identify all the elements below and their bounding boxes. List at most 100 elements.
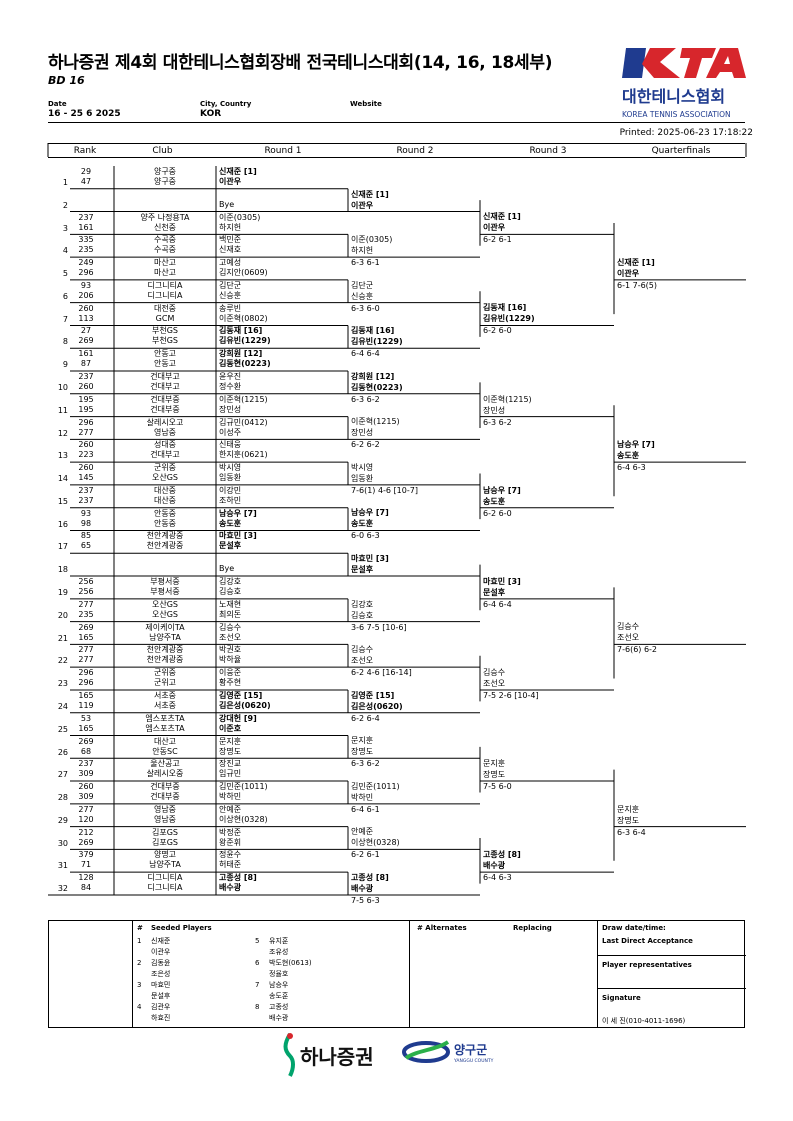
player-club: 수곡중 xyxy=(153,245,177,255)
player-name: 문지훈 xyxy=(219,736,242,746)
winner-name: 마효민 [3] xyxy=(351,554,389,564)
player-name: 조하민 xyxy=(219,495,242,505)
col-quarterfinals: Quarterfinals xyxy=(651,146,711,156)
player-name: 김영준 [15] xyxy=(219,690,263,700)
winner-name: 장명도 xyxy=(351,747,374,757)
player-name: 김동현(0223) xyxy=(219,359,271,369)
player-name: 김유빈(1229) xyxy=(219,336,271,346)
kta-logo: 대한테니스협회 KOREA TENNIS ASSOCIATION xyxy=(620,44,750,122)
player-rank: 113 xyxy=(78,313,94,323)
winner-name: 김승수 xyxy=(483,667,506,677)
player-name: 임규민 xyxy=(219,769,242,779)
seed-player: 조유성 xyxy=(269,948,289,956)
player-name: 이웅준 xyxy=(219,668,242,678)
printed-timestamp: Printed: 2025-06-23 17:18:22 xyxy=(619,128,753,138)
player-rank: 277 xyxy=(78,655,94,665)
winner-name: 김은성(0620) xyxy=(351,701,403,711)
match-score: 6-3 6-0 xyxy=(351,303,380,313)
winner-name: 박시영 xyxy=(351,462,374,472)
winner-name: 배수광 xyxy=(351,883,374,893)
player-club: 김포GS xyxy=(152,827,178,837)
page-title: 하나증권 제4회 대한테니스협회장배 전국테니스대회(14, 16, 18세부) xyxy=(48,53,553,73)
player-club: 김포GS xyxy=(152,837,178,847)
player-club: 성대중 xyxy=(153,440,177,450)
draw-position: 5 xyxy=(62,269,68,279)
winner-name: 이준혁(1215) xyxy=(483,394,532,404)
player-name: 한지훈(0621) xyxy=(219,450,268,460)
player-club: 대산고 xyxy=(153,736,177,746)
player-rank: 379 xyxy=(78,850,94,860)
player-rank: 335 xyxy=(78,235,94,245)
winner-name: 이준혁(1215) xyxy=(351,417,400,427)
player-rank: 269 xyxy=(78,736,94,746)
footer-divider xyxy=(597,921,598,1027)
winner-name: 김유빈(1229) xyxy=(483,314,535,324)
seed-number: 1 xyxy=(137,937,142,945)
player-club: 양구중 xyxy=(153,177,177,186)
player-club: 안동고 xyxy=(153,349,177,359)
draw-position: 16 xyxy=(57,519,68,529)
player-name: 이성주 xyxy=(219,427,242,437)
player-club: 건대부중 xyxy=(150,792,180,802)
player-name: 강희원 [12] xyxy=(219,349,263,359)
signature-label: Signature xyxy=(602,994,641,1002)
winner-name: 김동현(0223) xyxy=(351,382,403,392)
seed-player: 남승우 xyxy=(269,981,289,989)
player-club: 영남중 xyxy=(153,427,177,437)
seed-player: 신재준 xyxy=(151,937,171,945)
player-rank: 296 xyxy=(78,668,94,678)
draw-position: 12 xyxy=(57,428,68,438)
winner-name: 김유빈(1229) xyxy=(351,337,403,347)
match-score: 6-3 6-4 xyxy=(617,827,646,837)
match-score: 7-5 6-3 xyxy=(351,895,380,905)
player-rank: 119 xyxy=(78,700,94,710)
draw-position: 27 xyxy=(57,770,68,780)
player-rank: 87 xyxy=(80,359,92,369)
draw-position: 23 xyxy=(57,679,68,689)
winner-name: 남승우 [7] xyxy=(483,485,521,495)
winner-name: 안예준 xyxy=(351,827,374,837)
match-score: 6-3 6-2 xyxy=(483,417,512,427)
yanggu-logo-text: 양구군 xyxy=(454,1042,487,1057)
seed-number: 7 xyxy=(255,981,260,989)
player-rank: 195 xyxy=(78,404,94,414)
footer-divider xyxy=(597,988,746,989)
seed-player: 이관우 xyxy=(151,948,171,956)
seed-number: 6 xyxy=(255,959,260,967)
draw-position: 19 xyxy=(57,588,68,598)
player-rank: 260 xyxy=(78,303,94,313)
player-club: 살레시오고 xyxy=(146,417,184,427)
player-name: 노재현 xyxy=(219,599,242,609)
sponsor-logos: 하나증권 양구군 YANGGU COUNTY xyxy=(278,1030,538,1080)
player-name: 김단군 xyxy=(219,280,242,290)
match-score: 6-4 6-3 xyxy=(617,463,646,473)
seed-player: 정율호 xyxy=(269,970,289,978)
player-rank: 165 xyxy=(78,723,94,733)
player-name: 이준호 xyxy=(219,723,242,733)
player-name: 신재준 [1] xyxy=(219,167,257,176)
player-name: 김은성(0620) xyxy=(219,700,271,710)
player-rank: 27 xyxy=(80,326,92,336)
player-rank: 260 xyxy=(78,463,94,473)
player-club: 부평서중 xyxy=(150,587,180,597)
city-label: City, Country xyxy=(200,100,252,108)
winner-name: 이준(0305) xyxy=(351,235,393,245)
player-name: Bye xyxy=(219,564,235,574)
player-rank: 165 xyxy=(78,632,94,642)
player-name: 신재호 xyxy=(219,245,242,255)
player-club: 마산고 xyxy=(153,258,177,268)
player-rank: 235 xyxy=(78,245,94,255)
player-name: 김규민(0412) xyxy=(219,417,268,427)
draw-position: 28 xyxy=(57,793,68,803)
draw-position: 17 xyxy=(57,542,68,552)
player-rank: 237 xyxy=(78,372,94,382)
draw-position: 21 xyxy=(57,633,68,643)
draw-position: 11 xyxy=(57,405,68,415)
player-club: 오산GS xyxy=(152,599,178,609)
player-name: 강대헌 [9] xyxy=(219,713,257,723)
player-rank: 235 xyxy=(78,609,94,619)
player-club: 영남중 xyxy=(153,804,177,814)
footer-divider xyxy=(597,955,746,956)
